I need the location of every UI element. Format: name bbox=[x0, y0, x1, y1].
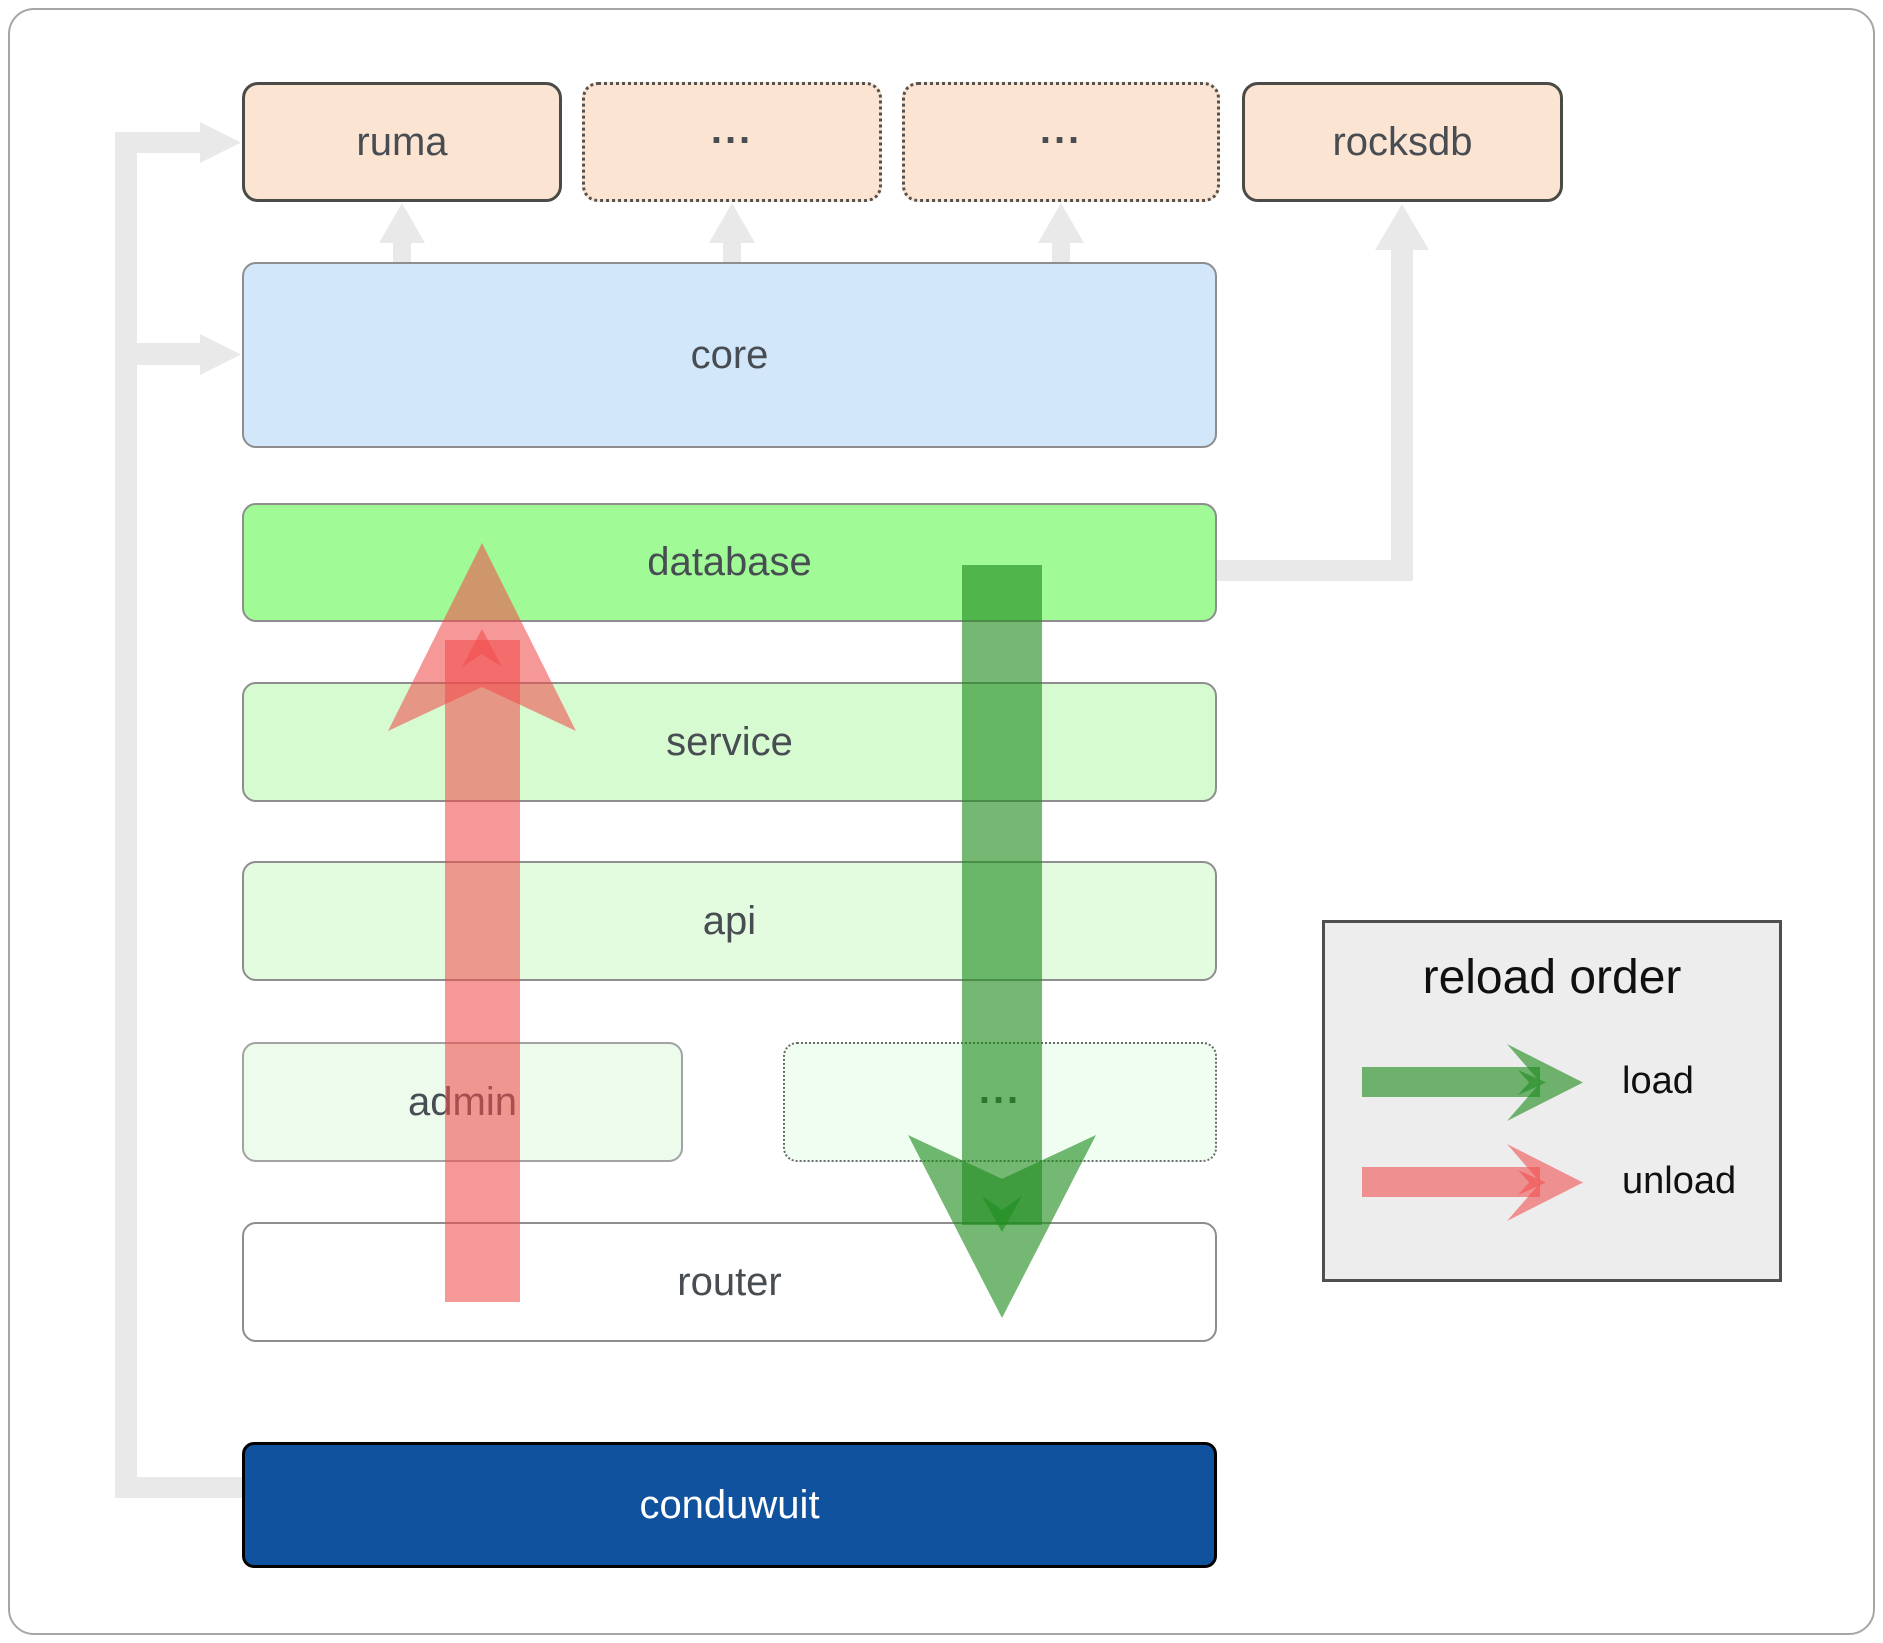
connector-core-to-ruma bbox=[393, 241, 411, 262]
connector-conduwuit-riser bbox=[115, 132, 137, 1497]
connector-database-to-rocksdb-h bbox=[1217, 560, 1413, 581]
unload-arrow-shaft bbox=[445, 640, 520, 1302]
diagram-frame bbox=[8, 8, 1875, 1635]
box-dots-top-2: ... bbox=[902, 82, 1220, 202]
box-dots-top-1-label: ... bbox=[710, 107, 754, 152]
box-dots-top-2-label: ... bbox=[1039, 107, 1083, 152]
box-core-label: core bbox=[690, 332, 769, 377]
box-conduwuit: conduwuit bbox=[242, 1442, 1217, 1568]
box-router: router bbox=[242, 1222, 1217, 1342]
load-arrow-shaft bbox=[962, 565, 1042, 1225]
legend-unload-label: unload bbox=[1622, 1160, 1737, 1202]
box-database-label: database bbox=[647, 540, 812, 584]
legend-load-arrow-shaft bbox=[1362, 1067, 1540, 1097]
box-database: database bbox=[242, 503, 1217, 622]
connector-core-to-dots1 bbox=[723, 241, 741, 262]
legend-load-label: load bbox=[1622, 1060, 1694, 1102]
box-api: api bbox=[242, 861, 1217, 981]
connector-riser-to-core bbox=[125, 343, 205, 365]
connector-conduwuit-elbow bbox=[115, 1477, 246, 1498]
box-rocksdb-label: rocksdb bbox=[1332, 119, 1473, 164]
connector-riser-to-ruma bbox=[125, 132, 205, 153]
box-dots-top-1: ... bbox=[582, 82, 882, 202]
legend bbox=[1322, 920, 1782, 1282]
box-core: core bbox=[242, 262, 1217, 448]
box-router-label: router bbox=[677, 1259, 782, 1304]
box-api-label: api bbox=[702, 898, 757, 943]
box-service: service bbox=[242, 682, 1217, 802]
box-ruma: ruma bbox=[242, 82, 562, 202]
legend-title: reload order bbox=[1422, 951, 1682, 1004]
legend-unload-arrow-shaft bbox=[1362, 1167, 1540, 1197]
box-ruma-label: ruma bbox=[356, 119, 448, 164]
connector-core-to-dots2 bbox=[1052, 241, 1070, 262]
connector-database-to-rocksdb-v bbox=[1391, 246, 1413, 581]
box-service-label: service bbox=[666, 719, 793, 764]
box-conduwuit-label: conduwuit bbox=[639, 1482, 820, 1527]
box-rocksdb: rocksdb bbox=[1242, 82, 1563, 202]
